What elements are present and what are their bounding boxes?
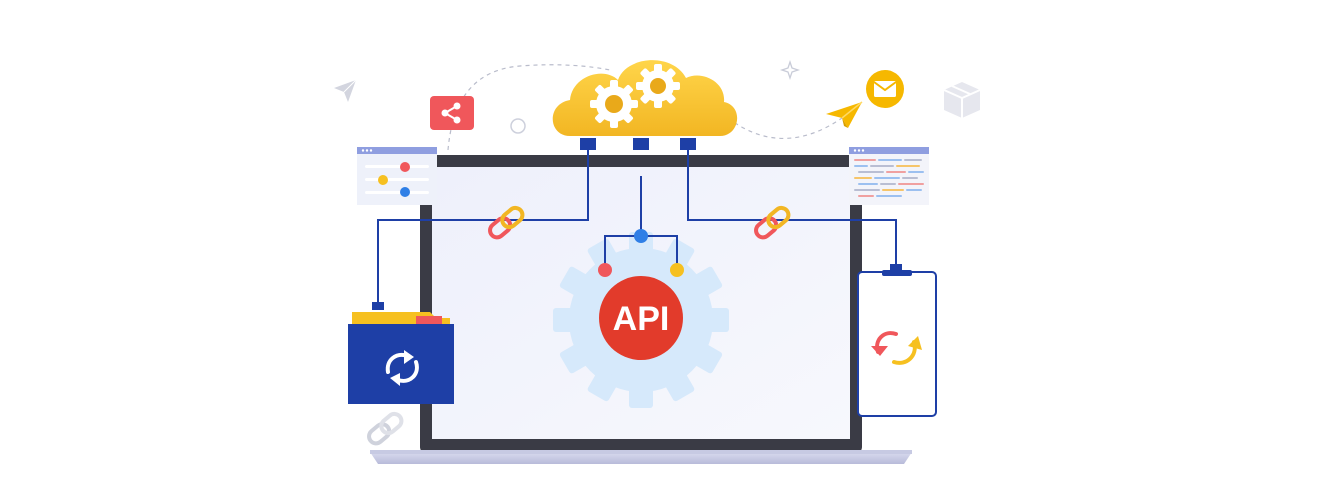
cloud-gears-icon [552,60,738,150]
paper-plane-yellow-icon [826,101,863,128]
phone-sync-icon [857,264,937,417]
sparkle-icon [779,59,801,81]
share-icon [430,96,474,130]
folder-sync-icon [348,302,454,404]
link-icon [488,205,525,240]
link-icon-right [754,205,791,240]
box-icon [943,82,981,118]
envelope-icon [866,70,904,108]
settings-panel-icon [357,147,437,205]
laptop-base [370,452,912,464]
decor-circle [510,118,526,134]
api-badge: API [599,276,683,360]
dashed-path-right [727,117,843,139]
code-panel-icon [849,147,929,205]
paper-plane-icon [334,79,357,102]
api-connectors [598,176,684,277]
connection-lines [377,148,897,306]
api-label: API [613,300,670,338]
link-icon-gray [367,411,404,446]
